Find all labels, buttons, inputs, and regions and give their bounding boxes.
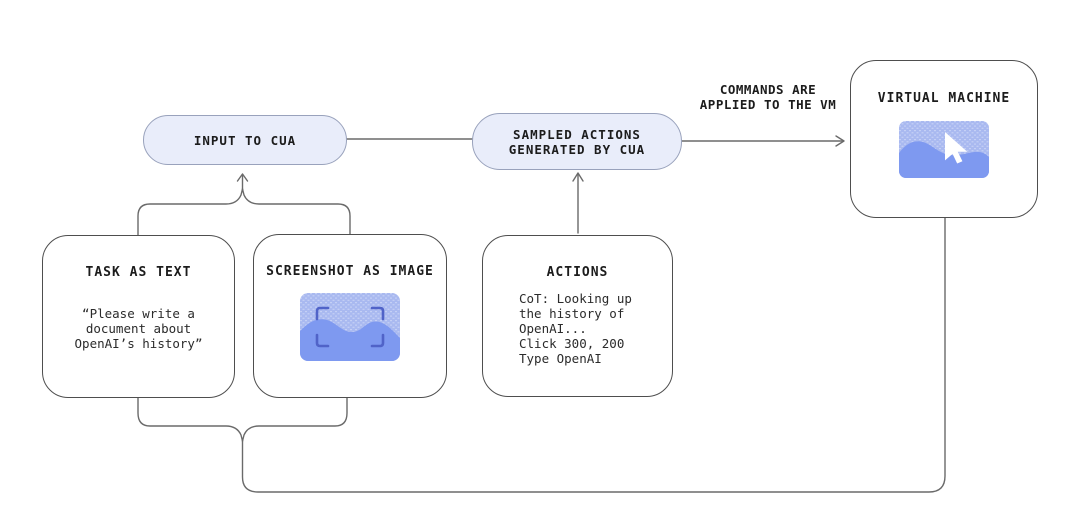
actions-title: ACTIONS — [546, 265, 609, 280]
loop-bottom-to-vm — [241, 217, 946, 493]
actions-line: Type OpenAI — [519, 351, 602, 366]
task-quote-line3: OpenAI’s history” — [74, 336, 203, 351]
input-to-cua-pill: INPUT TO CUA — [143, 115, 347, 165]
cursor-arrow-icon — [945, 132, 968, 164]
sampled-actions-label-line2: GENERATED BY CUA — [508, 141, 646, 157]
screen-with-cursor-icon — [899, 121, 989, 178]
screenshot-thumbnail-icon — [300, 293, 400, 361]
arrowhead-brace-to-input — [236, 173, 249, 182]
actions-line: OpenAI... — [519, 321, 587, 336]
loop-right-branch — [241, 397, 348, 442]
task-as-text-box: TASK AS TEXT “Please write a document ab… — [42, 235, 235, 398]
actions-box: ACTIONS CoT: Looking up the history of O… — [482, 235, 673, 397]
virtual-machine-title: VIRTUAL MACHINE — [877, 91, 1011, 106]
sampled-actions-pill: SAMPLED ACTIONS GENERATED BY CUA — [472, 113, 682, 170]
task-as-text-title: TASK AS TEXT — [85, 265, 192, 280]
brace-right-branch — [241, 188, 351, 236]
brace-left-branch — [137, 188, 244, 236]
screenshot-as-image-title: SCREENSHOT AS IMAGE — [266, 264, 434, 279]
actions-line: Click 300, 200 — [519, 336, 625, 351]
commands-applied-line2: APPLIED TO THE VM — [699, 96, 837, 112]
actions-line: CoT: Looking up — [519, 291, 632, 306]
sampled-actions-label-line1: SAMPLED ACTIONS — [513, 126, 641, 142]
actions-text: CoT: Looking up the history of OpenAI...… — [519, 291, 672, 366]
input-to-cua-label: INPUT TO CUA — [193, 132, 297, 148]
virtual-machine-box: VIRTUAL MACHINE — [850, 60, 1038, 218]
screenshot-as-image-box: SCREENSHOT AS IMAGE — [253, 234, 447, 398]
task-quote: “Please write a document about OpenAI’s … — [43, 306, 234, 351]
task-quote-line2: document about — [85, 321, 192, 336]
arrowhead-actions-to-sampled — [572, 172, 584, 182]
loop-left-branch — [137, 397, 244, 442]
task-quote-line1: “Please write a — [82, 306, 195, 321]
arrowhead-sampled-to-vm — [835, 135, 845, 147]
commands-applied-label: COMMANDS ARE APPLIED TO THE VM — [688, 82, 848, 112]
viewfinder-brackets-icon — [315, 306, 385, 348]
actions-line: the history of — [519, 306, 625, 321]
commands-applied-line1: COMMANDS ARE — [719, 82, 817, 97]
